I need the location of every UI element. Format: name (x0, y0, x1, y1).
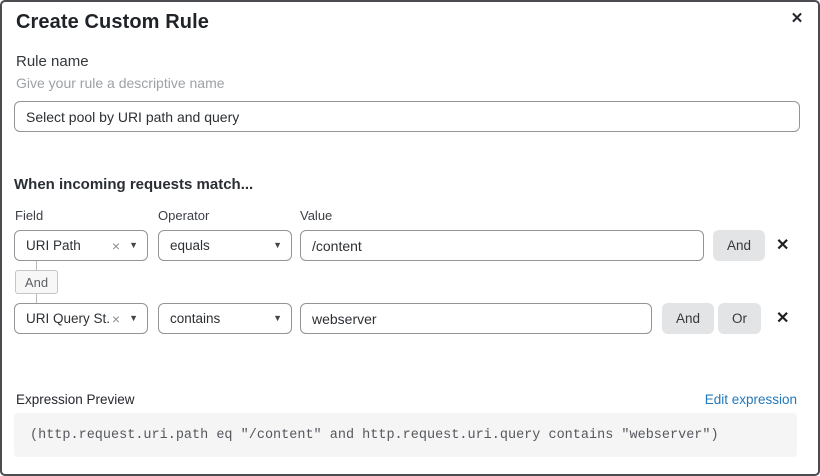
column-label-operator: Operator (158, 208, 210, 223)
row2-and-button[interactable]: And (662, 303, 715, 334)
row1-field-select[interactable]: URI Path × ▼ (14, 230, 148, 261)
row1-operator-value: equals (170, 238, 210, 253)
column-label-value: Value (300, 208, 333, 223)
row1-delete-icon[interactable]: ✕ (776, 237, 790, 254)
match-heading: When incoming requests match... (14, 176, 254, 193)
rule-name-input[interactable] (14, 101, 800, 132)
expression-code: (http.request.uri.path eq "/content" and… (30, 427, 719, 443)
row1-and-button[interactable]: And (713, 230, 766, 261)
connector-and-badge: And (15, 270, 58, 294)
expression-preview-label: Expression Preview (16, 392, 135, 407)
row1-field-chevron-down-icon: ▼ (129, 240, 138, 250)
rule-name-helper: Give your rule a descriptive name (16, 75, 225, 91)
row2-delete-icon[interactable]: ✕ (776, 310, 790, 327)
row1-operator-select[interactable]: equals ▼ (158, 230, 292, 261)
edit-expression-link[interactable]: Edit expression (704, 392, 797, 407)
row2-field-chevron-down-icon: ▼ (129, 313, 138, 323)
row2-field-value: URI Query St... (26, 311, 110, 326)
dialog-title: Create Custom Rule (16, 11, 209, 33)
row2-or-button[interactable]: Or (718, 303, 761, 334)
row2-operator-value: contains (170, 311, 221, 326)
rule-name-label: Rule name (16, 53, 89, 70)
expression-code-block: (http.request.uri.path eq "/content" and… (14, 413, 797, 457)
row2-value-input[interactable] (300, 303, 652, 334)
row2-operator-chevron-down-icon: ▼ (273, 313, 282, 323)
close-icon[interactable]: ✕ (790, 10, 804, 27)
row1-operator-chevron-down-icon: ▼ (273, 240, 282, 250)
row2-field-clear-icon[interactable]: × (111, 310, 121, 327)
row1-field-clear-icon[interactable]: × (111, 237, 121, 254)
row2-field-select[interactable]: URI Query St... × ▼ (14, 303, 148, 334)
row1-field-value: URI Path (26, 238, 81, 253)
row1-value-input[interactable] (300, 230, 704, 261)
row2-operator-select[interactable]: contains ▼ (158, 303, 292, 334)
column-label-field: Field (15, 208, 44, 223)
